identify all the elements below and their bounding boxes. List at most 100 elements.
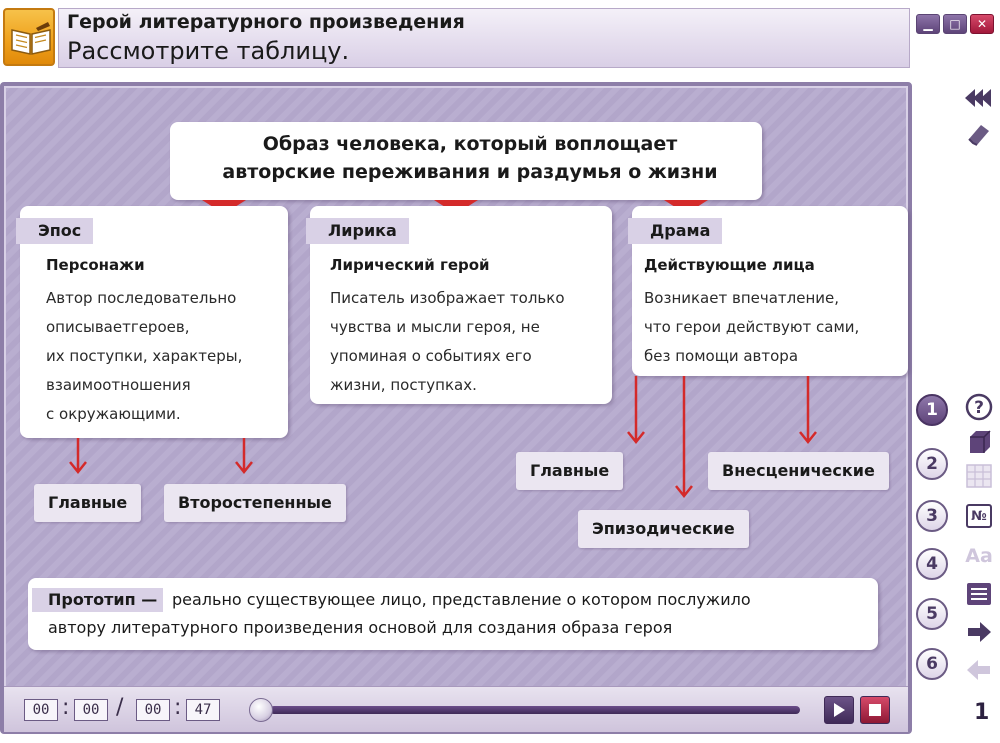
step-1-button[interactable]: 1 xyxy=(916,394,948,426)
lyric-line: упоминая о событиях его xyxy=(330,347,532,365)
page-title: Герой литературного произведения xyxy=(67,11,465,33)
list-icon xyxy=(967,583,991,605)
stop-button[interactable] xyxy=(860,696,890,724)
step-2-button[interactable]: 2 xyxy=(916,448,948,480)
definition-line-2: авторские переживания и раздумья о жизни xyxy=(222,161,718,183)
title-bar: Герой литературного произведения Рассмот… xyxy=(58,8,910,68)
rewind-icon xyxy=(965,89,991,107)
definition-line-1: Образ человека, который воплощает xyxy=(262,133,678,155)
prototype-term: Прототип — xyxy=(32,588,164,612)
arrow-epic-main xyxy=(69,438,87,475)
minimize-icon: ▁ xyxy=(923,17,933,31)
prototype-dash: — xyxy=(141,590,158,609)
page-number: 1 xyxy=(974,700,990,725)
epic-subtitle: Персонажи xyxy=(46,256,145,274)
cube-button[interactable] xyxy=(964,428,994,456)
epic-label: Эпос xyxy=(16,218,94,244)
app-header: Герой литературного произведения Рассмот… xyxy=(0,0,1000,80)
step-6-button[interactable]: 6 xyxy=(916,648,948,680)
epic-description: Автор последовательно описываетгероев, и… xyxy=(46,284,242,429)
app-logo xyxy=(3,8,55,66)
numbering-button[interactable]: № xyxy=(964,502,994,530)
font-icon: Aa xyxy=(965,545,993,567)
close-icon: ✕ xyxy=(976,17,988,31)
list-button[interactable] xyxy=(964,580,994,608)
tag-drama-offstage: Внесценические xyxy=(708,452,889,490)
lyric-label: Лирика xyxy=(306,218,409,244)
arrow-drama-main xyxy=(627,376,645,445)
window-controls: ▁ □ ✕ xyxy=(916,14,994,34)
maximize-icon: □ xyxy=(949,17,961,31)
time-colon: : xyxy=(174,695,182,720)
grid-button[interactable] xyxy=(964,462,994,490)
play-icon xyxy=(834,703,845,717)
arrow-drama-offstage xyxy=(799,376,817,445)
next-button[interactable] xyxy=(964,618,994,646)
total-seconds: 47 xyxy=(186,699,220,721)
current-minutes: 00 xyxy=(24,699,58,721)
prototype-line-2: автору литературного произведения осново… xyxy=(48,618,673,637)
eraser-icon xyxy=(968,125,989,146)
lyric-line: жизни, поступках. xyxy=(330,376,477,394)
drama-line: без помощи автора xyxy=(644,347,799,365)
definition-card: Образ человека, который воплощает авторс… xyxy=(170,122,762,200)
eraser-button[interactable] xyxy=(962,120,996,148)
font-button[interactable]: Aa xyxy=(964,542,994,570)
step-3-button[interactable]: 3 xyxy=(916,500,948,532)
epic-line: описываетгероев, xyxy=(46,318,190,336)
prototype-card: Прототип — реально существующее лицо, пр… xyxy=(28,578,878,650)
minimize-button[interactable]: ▁ xyxy=(916,14,940,34)
lyric-card: Лирика Лирический герой Писатель изображ… xyxy=(306,206,612,404)
definition-text: Образ человека, который воплощает авторс… xyxy=(190,130,750,186)
content-panel: Образ человека, который воплощает авторс… xyxy=(0,82,912,734)
epic-line: Автор последовательно xyxy=(46,289,237,307)
arrow-epic-secondary xyxy=(235,438,253,475)
epic-line: с окружающими. xyxy=(46,405,181,423)
epic-line: их поступки, характеры, xyxy=(46,347,243,365)
tag-epic-main: Главные xyxy=(34,484,142,522)
tag-drama-main: Главные xyxy=(516,452,624,490)
prev-button[interactable] xyxy=(964,656,994,684)
maximize-button[interactable]: □ xyxy=(943,14,967,34)
prev-arrow-icon xyxy=(967,660,990,680)
progress-knob[interactable] xyxy=(249,698,273,722)
lyric-description: Писатель изображает только чувства и мыс… xyxy=(330,284,565,400)
drama-card: Драма Действующие лица Возникает впечатл… xyxy=(628,206,908,376)
drama-label: Драма xyxy=(628,218,723,244)
help-icon: ? xyxy=(965,393,993,421)
drama-subtitle: Действующие лица xyxy=(644,256,815,274)
help-label: ? xyxy=(974,398,984,418)
arrow-drama-episodic xyxy=(675,376,693,499)
lyric-line: Писатель изображает только xyxy=(330,289,565,307)
prototype-term-text: Прототип xyxy=(48,590,136,609)
help-button[interactable]: ? xyxy=(964,392,994,422)
close-button[interactable]: ✕ xyxy=(970,14,994,34)
step-5-button[interactable]: 5 xyxy=(916,598,948,630)
time-colon: : xyxy=(62,695,70,720)
progress-track[interactable] xyxy=(270,706,800,714)
number-icon: № xyxy=(966,504,992,528)
lyric-subtitle: Лирический герой xyxy=(330,256,490,274)
number-label: № xyxy=(971,508,987,524)
grid-icon xyxy=(966,464,992,488)
rewind-button[interactable] xyxy=(962,86,996,110)
epic-line: взаимоотношения xyxy=(46,376,191,394)
time-separator: / xyxy=(116,695,124,720)
tag-epic-secondary: Второстепенные xyxy=(164,484,346,522)
media-player: 00 : 00 / 00 : 47 xyxy=(4,686,908,732)
epic-card: Эпос Персонажи Автор последовательно опи… xyxy=(16,206,288,438)
current-seconds: 00 xyxy=(74,699,108,721)
drama-description: Возникает впечатление, что герои действу… xyxy=(644,284,859,371)
lyric-line: чувства и мысли героя, не xyxy=(330,318,540,336)
total-minutes: 00 xyxy=(136,699,170,721)
drama-line: Возникает впечатление, xyxy=(644,289,840,307)
open-book-icon xyxy=(11,22,51,55)
stop-icon xyxy=(869,704,881,716)
tag-drama-episodic: Эпизодические xyxy=(578,510,749,548)
drama-line: что герои действуют сами, xyxy=(644,318,860,336)
page-subtitle: Рассмотрите таблицу. xyxy=(67,37,350,65)
play-button[interactable] xyxy=(824,696,854,724)
prototype-line-1: реально существующее лицо, представление… xyxy=(172,590,751,609)
next-arrow-icon xyxy=(968,622,991,642)
step-4-button[interactable]: 4 xyxy=(916,548,948,580)
